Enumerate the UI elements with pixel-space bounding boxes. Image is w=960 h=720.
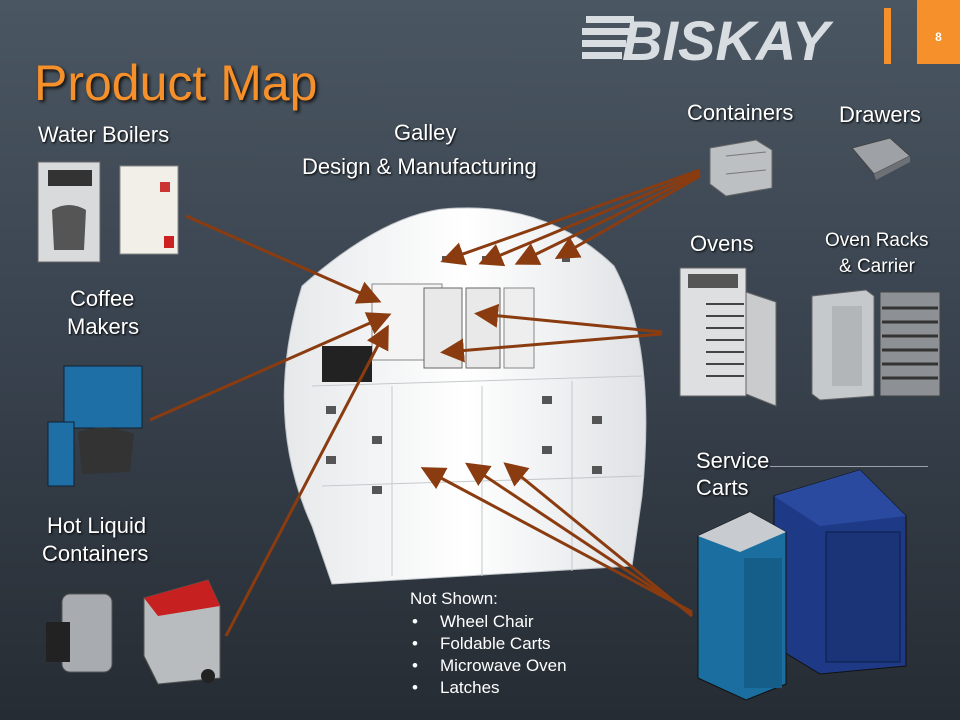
service-cart-image-1 [773,469,907,675]
biskay-logo: BISKAY [582,9,834,68]
list-item: Wheel Chair [410,611,567,633]
label-service-carts-line1: Service [696,448,770,473]
container-image [709,139,773,197]
list-item: Latches [410,677,567,699]
label-coffee-makers-line2: Makers [67,314,140,339]
list-item: Foldable Carts [410,633,567,655]
divider-line [770,466,928,467]
service-cart-image-2 [697,511,787,701]
label-drawers: Drawers [839,102,921,127]
label-service-carts-line2: Carts [696,475,749,500]
hot-liquid-container-image-2 [143,579,221,685]
label-hot-liquid-line2: Containers [42,541,149,566]
not-shown-heading: Not Shown: [410,589,498,608]
label-hot-liquid-line1: Hot Liquid [47,513,147,538]
accent-bar [884,8,891,64]
label-ovens: Ovens [690,231,754,256]
label-water-boilers: Water Boilers [38,122,170,147]
label-oven-racks-line1: Oven Racks [825,230,929,251]
coffee-maker-image [47,365,143,487]
label-oven-racks-line2: & Carrier [839,256,916,277]
water-boiler-image-2 [119,165,179,255]
hot-liquid-container-image-1 [46,593,113,673]
brand-text: BISKAY [622,9,834,68]
drawer-image [851,137,911,180]
page-title: Product Map [34,55,318,111]
label-galley-line2: Design & Manufacturing [302,154,537,179]
oven-rack-carrier-image [811,289,875,401]
not-shown-list: Not Shown: Wheel Chair Foldable Carts Mi… [410,588,567,699]
oven-rack-image [879,291,941,397]
label-coffee-makers-line1: Coffee [70,286,135,311]
oven-image [679,267,777,407]
label-containers: Containers [687,100,794,125]
water-boiler-image-1 [37,161,101,263]
page-number: 8 [917,0,960,64]
label-galley-line1: Galley [394,120,457,145]
list-item: Microwave Oven [410,655,567,677]
